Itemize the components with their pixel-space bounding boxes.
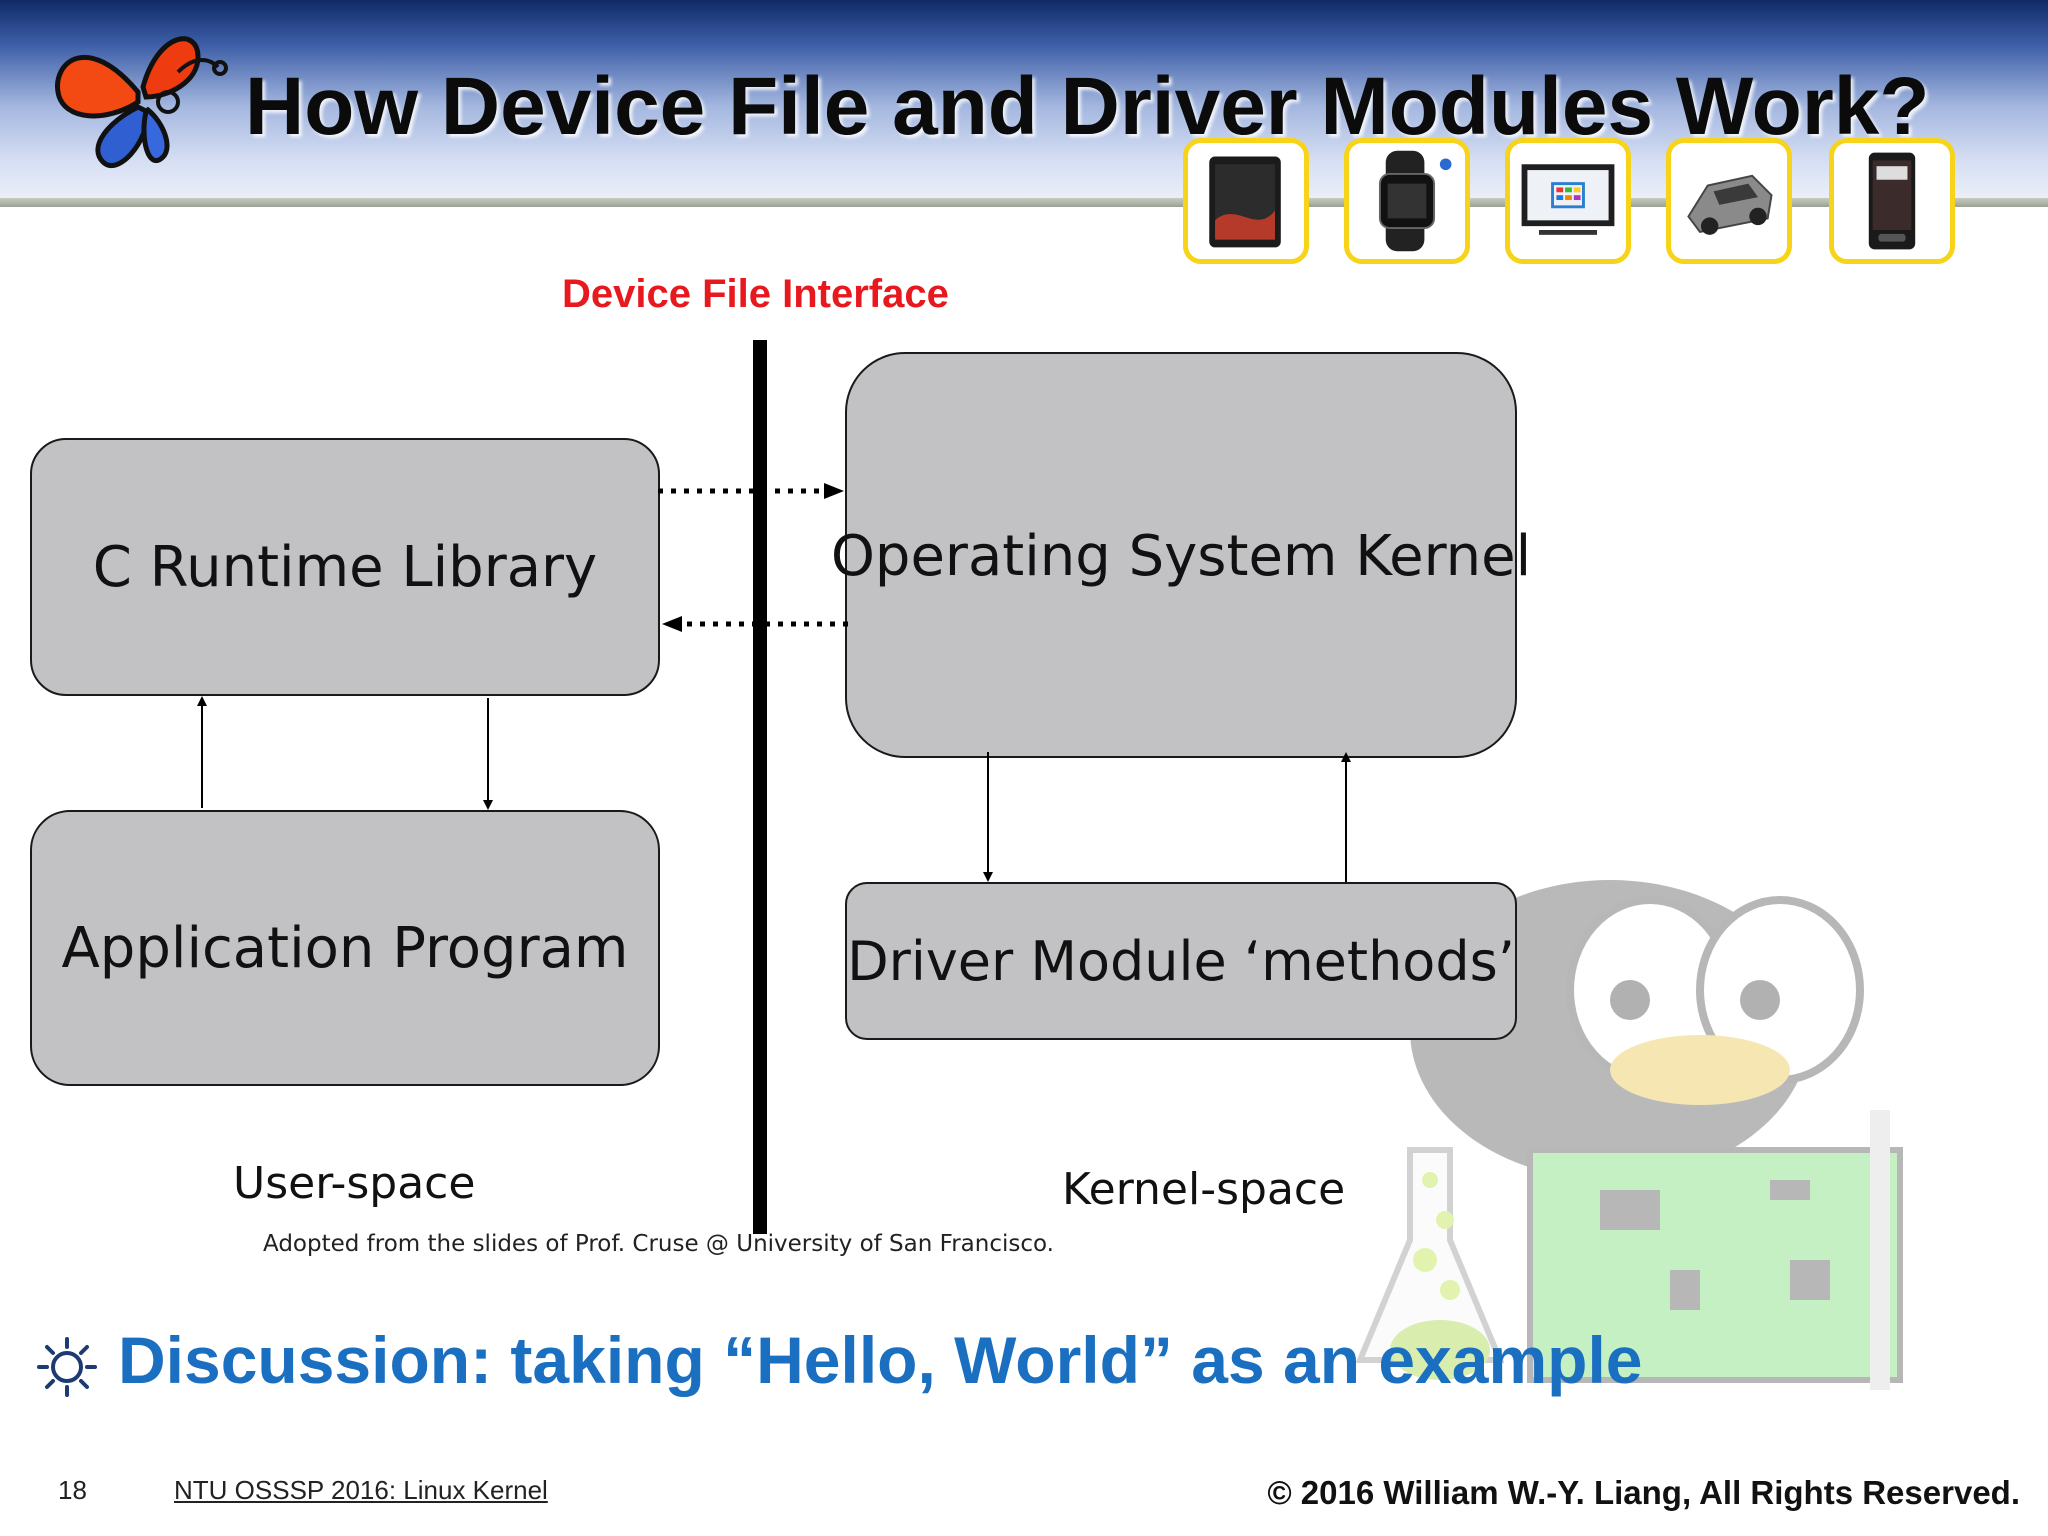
smartwatch-thumbnail	[1344, 138, 1470, 264]
copyright-notice: © 2016 William W.-Y. Liang, All Rights R…	[1267, 1474, 2020, 1511]
os-kernel-label: Operating System Kernel	[830, 524, 1532, 589]
tablet-icon	[1209, 156, 1281, 248]
c-runtime-library-box: C Runtime Library	[30, 438, 660, 696]
course-link[interactable]: NTU OSSSP 2016: Linux Kernel	[174, 1475, 548, 1505]
page-number: 18	[58, 1475, 87, 1505]
header-rule	[0, 198, 2048, 207]
driver-module-label: Driver Module ‘methods’	[847, 929, 1515, 993]
c-runtime-library-label: C Runtime Library	[92, 534, 598, 600]
os-kernel-box: Operating System Kernel	[831, 352, 1531, 758]
driver-module-box: Driver Module ‘methods’	[845, 882, 1517, 1040]
car-icon	[1687, 174, 1773, 235]
smartwatch-icon	[1378, 150, 1452, 252]
smart-tv-thumbnail	[1505, 138, 1631, 264]
car-thumbnail	[1666, 138, 1792, 264]
butterfly-logo-icon	[55, 36, 228, 168]
kernel-space-label: Kernel-space	[1062, 1164, 1346, 1215]
device-file-interface-label: Device File Interface	[562, 272, 949, 316]
application-program-box: Application Program	[30, 810, 660, 1086]
smartphone-icon	[1868, 152, 1916, 250]
sun-bullet-icon	[37, 1337, 97, 1397]
source-credit: Adopted from the slides of Prof. Cruse @…	[263, 1231, 1054, 1257]
discussion-text: Discussion: taking “Hello, World” as an …	[118, 1323, 1643, 1397]
slide-title: How Device File and Driver Modules Work?	[245, 61, 1930, 152]
tablet-thumbnail	[1183, 138, 1309, 264]
smartphone-thumbnail	[1829, 138, 1955, 264]
application-program-label: Application Program	[61, 915, 629, 981]
device-file-interface-divider	[753, 340, 767, 1234]
user-space-label: User-space	[233, 1158, 476, 1209]
smart-tv-icon	[1521, 164, 1615, 235]
